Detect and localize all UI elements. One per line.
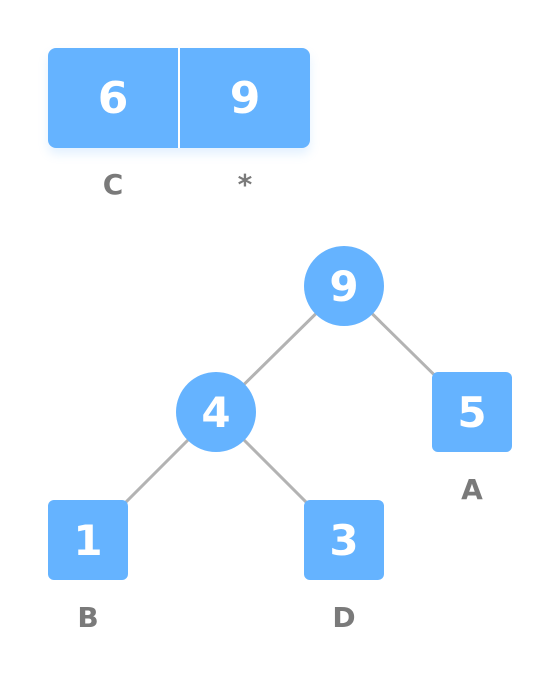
leaf-node-d: 3 D	[304, 500, 384, 634]
root-node-value: 9	[329, 262, 358, 311]
root-node: 9	[304, 246, 384, 326]
internal-node: 4	[176, 372, 256, 452]
array-cell-1: 9	[180, 48, 310, 148]
leaf-node-a: 5 A	[432, 372, 512, 506]
internal-node-value: 4	[201, 388, 230, 437]
tree-edges	[86, 284, 474, 542]
array-cell-0-label: C	[102, 168, 124, 201]
leaf-node-d-value: 3	[329, 516, 358, 565]
internal-node-circle	[176, 372, 256, 452]
leaf-node-d-box	[304, 500, 384, 580]
leaf-node-d-label: D	[332, 601, 355, 634]
array-cell-1-label: *	[237, 168, 253, 201]
leaf-node-b-box	[48, 500, 128, 580]
root-node-circle	[304, 246, 384, 326]
array-box: 6 9	[48, 48, 310, 148]
leaf-node-a-value: 5	[457, 388, 486, 437]
leaf-node-b-value: 1	[73, 516, 102, 565]
leaf-node-a-label: A	[461, 473, 483, 506]
leaf-node-b-label: B	[77, 601, 98, 634]
leaf-node-b: 1 B	[48, 500, 128, 634]
leaf-node-a-box	[432, 372, 512, 452]
array-cell-0: 6	[48, 48, 180, 148]
